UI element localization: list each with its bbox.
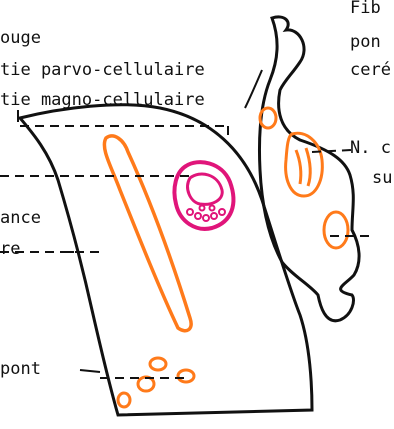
right-nuclei [260,108,348,248]
label-parvo-cellulaire: tie parvo-cellulaire [0,62,205,79]
label-noire: re [0,241,20,258]
label-n-c: N. c [350,140,391,157]
substantia-nigra-shape [104,136,191,331]
label-rouge: ouge [0,30,41,47]
label-cerebelleux: ceré [350,62,391,79]
label-su: su [372,170,392,187]
red-nucleus [174,162,233,229]
label-pont: pont [0,361,41,378]
label-pont-right: pon [350,34,381,51]
label-substance: ance [0,210,41,227]
midbrain-section-outline [20,105,312,415]
pontine-nuclei [118,358,194,407]
label-magno-cellulaire: tie magno-cellulaire [0,92,205,109]
label-fib: Fib [350,0,381,17]
